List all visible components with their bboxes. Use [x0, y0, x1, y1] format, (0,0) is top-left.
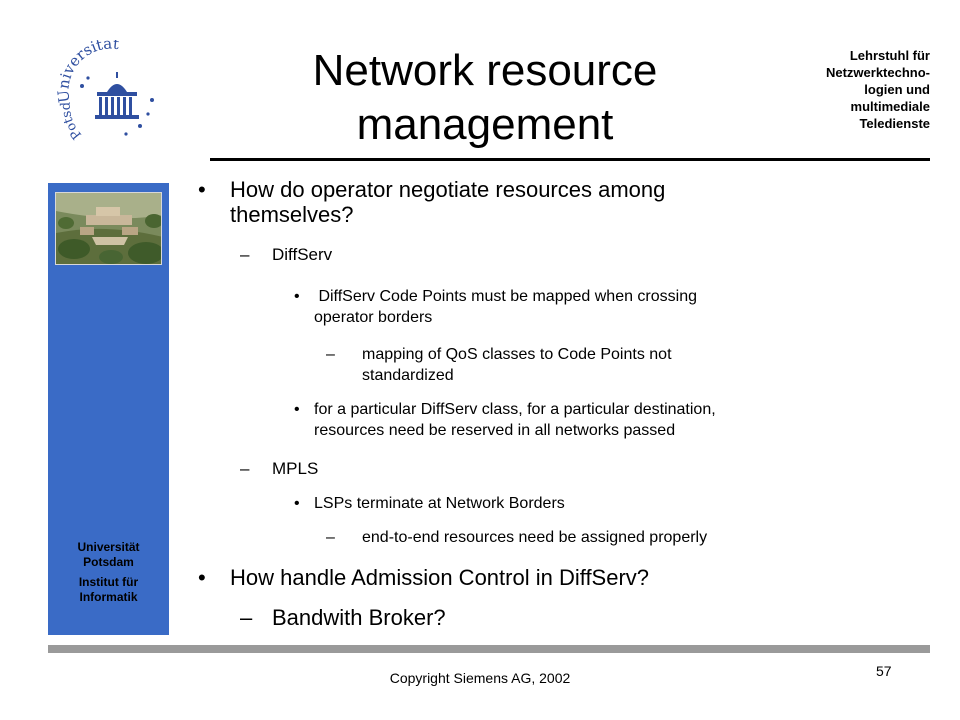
title-line: Network resource [312, 46, 658, 95]
dash-item: – MPLS [240, 459, 318, 479]
sub-bullet-line: for a particular DiffServ class, for a p… [314, 401, 716, 418]
dash-marker: – [240, 245, 250, 264]
sub-bullet-text: DiffServ Code Points must be mapped when… [294, 286, 874, 328]
title-line: management [356, 100, 614, 149]
bullet-item: • How handle Admission Control in DiffSe… [198, 565, 898, 590]
dash-item: – Bandwith Broker? [240, 605, 446, 630]
dash-text: MPLS [272, 459, 319, 478]
bullet-line: themselves? [230, 202, 354, 227]
sub-bullet-text: LSPs terminate at Network Borders [314, 495, 565, 512]
university-line: Universität [77, 540, 140, 554]
sub-bullet-item: • LSPs terminate at Network Borders [294, 493, 874, 514]
tertiary-line: mapping of QoS classes to Code Points no… [362, 346, 672, 363]
bullet-text: How do operator negotiate resources amon… [198, 177, 898, 227]
bullet-text: How handle Admission Control in DiffServ… [230, 565, 650, 590]
sub-bullet-line: DiffServ Code Points must be mapped when… [314, 288, 698, 305]
chair-line: multimediale [850, 99, 930, 114]
sub-bullet-marker: • [294, 288, 300, 305]
footer-divider [48, 645, 930, 653]
chair-line: Lehrstuhl für [849, 48, 930, 63]
campus-aerial-photo [55, 192, 162, 265]
sub-bullet-marker: • [294, 401, 300, 418]
tertiary-marker: – [326, 346, 335, 363]
dash-text: Bandwith Broker? [272, 605, 446, 630]
chair-line: logien und [864, 82, 930, 97]
chair-name: Lehrstuhl für Netzwerktechno- logien und… [780, 47, 930, 132]
copyright-text: Copyright Siemens AG, 2002 [389, 670, 571, 686]
institute-line: Institut für [78, 575, 139, 589]
sub-bullet-line: operator borders [314, 309, 433, 326]
title-divider [210, 158, 930, 161]
chair-line: Netzwerktechno- [825, 65, 930, 80]
institute-line: Informatik [79, 590, 138, 604]
sub-bullet-line: resources need be reserved in all networ… [314, 422, 676, 439]
page-number: 57 [876, 663, 892, 679]
dash-text: DiffServ [272, 245, 333, 264]
tertiary-text: mapping of QoS classes to Code Points no… [326, 344, 846, 386]
tertiary-line: standardized [362, 367, 454, 384]
university-label: Universität Potsdam [48, 540, 169, 570]
institute-label: Institut für Informatik [48, 575, 169, 605]
tertiary-marker: – [326, 529, 335, 546]
university-line: Potsdam [83, 555, 134, 569]
tertiary-item: – mapping of QoS classes to Code Points … [326, 344, 846, 386]
dash-marker: – [240, 605, 253, 630]
bullet-marker: • [198, 565, 206, 590]
dash-item: – DiffServ [240, 245, 332, 265]
bullet-item: • How do operator negotiate resources am… [198, 177, 898, 227]
dash-marker: – [240, 459, 250, 478]
tertiary-text: end-to-end resources need be assigned pr… [362, 529, 708, 546]
bullet-marker: • [198, 177, 206, 202]
sub-bullet-item: • DiffServ Code Points must be mapped wh… [294, 286, 874, 328]
bullet-line: How do operator negotiate resources amon… [230, 177, 666, 202]
sub-bullet-marker: • [294, 495, 300, 512]
university-logo: Universität Potsdam [46, 29, 170, 158]
sidebar: Universität Potsdam Institut für Informa… [48, 183, 169, 635]
chair-line: Teledienste [859, 116, 930, 131]
slide-title: Network resource management [250, 44, 720, 152]
tertiary-item: – end-to-end resources need be assigned … [326, 527, 886, 548]
sub-bullet-text: for a particular DiffServ class, for a p… [294, 399, 894, 441]
sub-bullet-item: • for a particular DiffServ class, for a… [294, 399, 894, 441]
